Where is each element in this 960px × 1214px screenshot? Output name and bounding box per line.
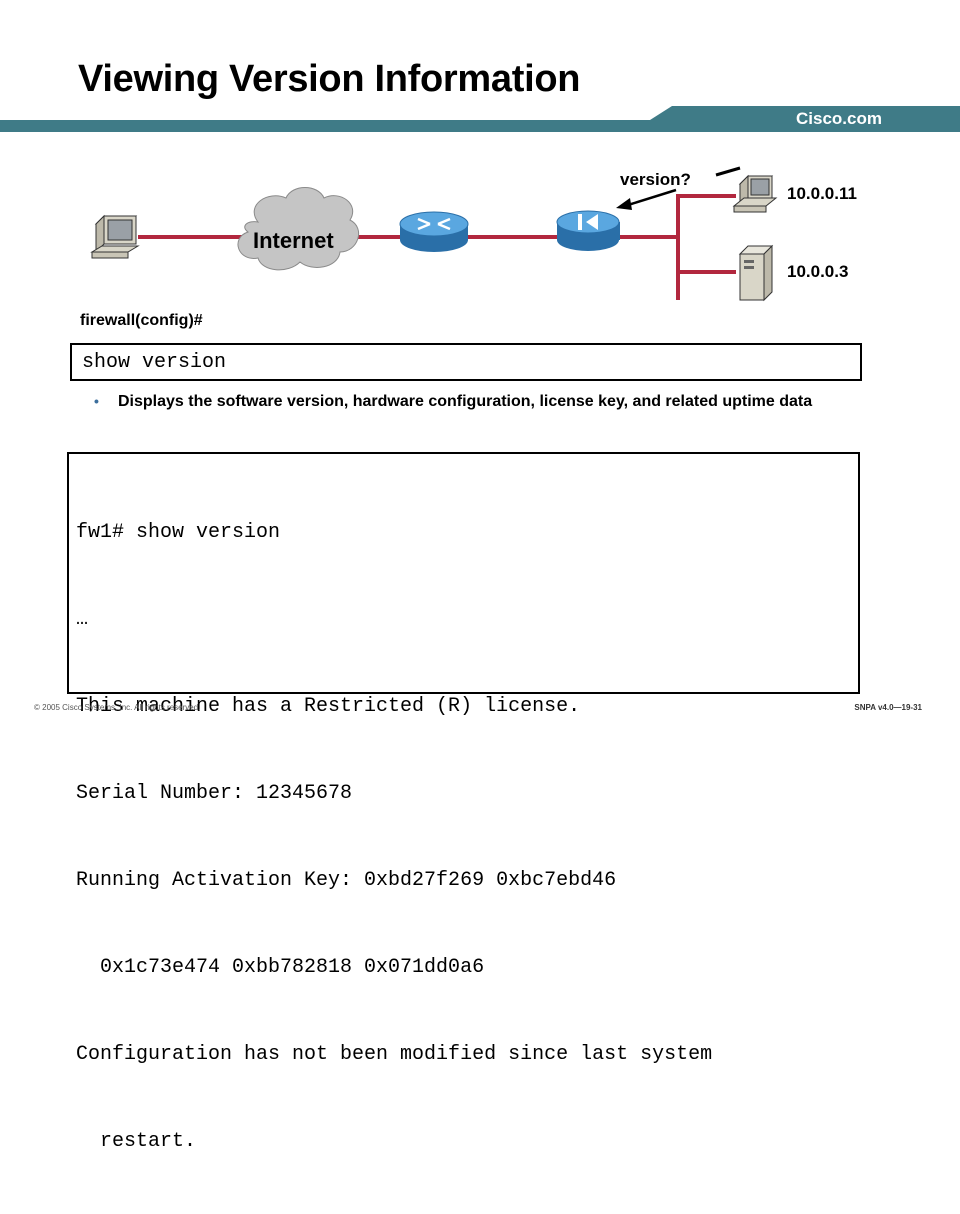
output-lines: fw1# show version … This machine has a R… [76, 460, 712, 1214]
version-query-label: version? [620, 170, 691, 189]
network-diagram [90, 166, 778, 302]
footer-code: SNPA v4.0—19-31 [854, 703, 922, 712]
config-prompt: firewall(config)# [80, 312, 203, 329]
server-icon [738, 244, 774, 302]
output-line: restart. [76, 1130, 197, 1153]
header-banner [0, 106, 960, 132]
slide-title: Viewing Version Information [78, 58, 581, 100]
output-box: fw1# show version … This machine has a R… [67, 452, 860, 1153]
footer-copyright: © 2005 Cisco Systems, Inc. All rights re… [34, 703, 201, 712]
bullet-icon: • [94, 393, 99, 409]
workstation-icon [732, 174, 778, 213]
network-links [138, 194, 736, 300]
output-line: This machine has a Restricted (R) licens… [76, 695, 581, 718]
query-arrow [616, 166, 741, 210]
brand-label: Cisco.com [796, 109, 882, 128]
command-box: show version [70, 343, 862, 381]
output-line: … [76, 608, 89, 631]
host1-ip-label: 10.0.0.11 [787, 184, 857, 203]
internet-label: Internet [253, 228, 334, 253]
firewall-icon [556, 210, 620, 251]
output-line: Running Activation Key: 0xbd27f269 0xbc7… [76, 869, 617, 892]
command-text: show version [82, 351, 227, 374]
router-icon [399, 211, 469, 252]
pc-icon [90, 214, 140, 259]
output-line: Configuration has not been modified sinc… [76, 1043, 713, 1066]
command-description: Displays the software version, hardware … [118, 393, 813, 410]
output-line: 0x1c73e474 0xbb782818 0x071dd0a6 [76, 956, 485, 979]
host2-ip-label: 10.0.0.3 [787, 262, 849, 281]
output-line: Serial Number: 12345678 [76, 782, 353, 805]
output-line: fw1# show version [76, 521, 281, 544]
cloud-icon [237, 187, 360, 271]
